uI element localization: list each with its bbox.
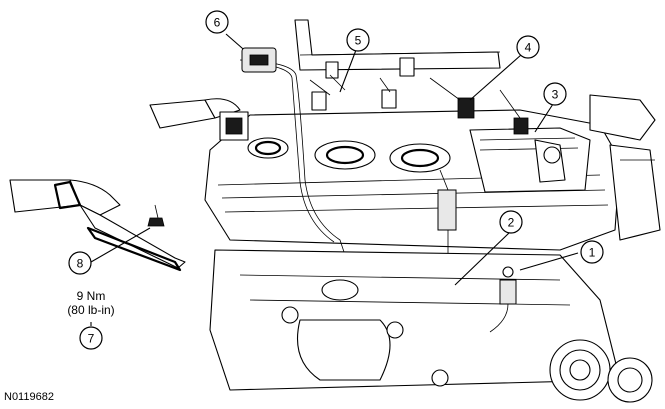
- callout-4: 4: [516, 35, 540, 59]
- air-intake-tube: [149, 98, 241, 129]
- callout-2: 2: [499, 210, 523, 234]
- callout-7-label: 7: [88, 332, 95, 346]
- upper-fuel-rail: [294, 19, 501, 79]
- callout-6: 6: [205, 10, 229, 34]
- right-sensor: [534, 139, 566, 183]
- callout-5: 5: [346, 28, 370, 52]
- callout-8: 8: [68, 251, 92, 275]
- figure-reference-code: N0119682: [4, 391, 54, 403]
- torque-spec: 9 Nm (80 lb-in): [48, 289, 134, 317]
- callout-3-label: 3: [552, 88, 559, 102]
- torque-spec-metric: 9 Nm: [76, 289, 106, 303]
- callout-8-label: 8: [77, 257, 84, 271]
- right-hoses: [589, 94, 661, 241]
- callout-2-label: 2: [508, 216, 515, 230]
- lower-sensor: [489, 266, 517, 333]
- coil-connectors: [219, 89, 529, 141]
- callout-1: 1: [580, 240, 604, 264]
- torque-spec-imperial: (80 lb-in): [67, 303, 115, 317]
- callout-5-label: 5: [355, 34, 362, 48]
- callout-3: 3: [543, 82, 567, 106]
- engine-block: [209, 249, 653, 403]
- callout-1-label: 1: [589, 246, 596, 260]
- callout-6-label: 6: [214, 16, 221, 30]
- callout-7: 7: [79, 326, 103, 350]
- callout-4-label: 4: [525, 41, 532, 55]
- leader-lines: [90, 33, 579, 326]
- intake-pipe-bracket: [9, 179, 186, 272]
